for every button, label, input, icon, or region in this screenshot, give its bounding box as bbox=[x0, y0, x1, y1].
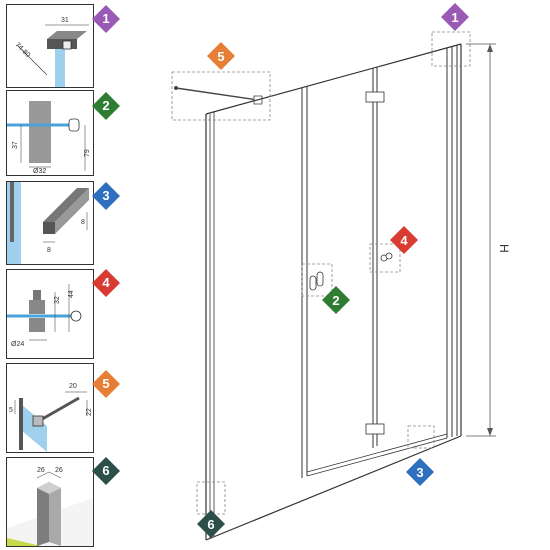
callout-box-5 bbox=[171, 71, 271, 121]
detail-6-dim-b: 26 bbox=[55, 467, 63, 474]
detail-2-dim-height: 37 bbox=[12, 141, 19, 149]
main-badge-2: 2 bbox=[322, 286, 350, 314]
detail-2-drawing: 37 Ø32 79 bbox=[7, 101, 91, 175]
shower-door-drawing: H 5 1 4 2 3 6 bbox=[171, 3, 511, 541]
detail-4-thumbnail: 32 44 Ø24 bbox=[6, 269, 94, 359]
detail-5-thumbnail: 20 5 22 bbox=[6, 363, 94, 453]
main-badge-3: 3 bbox=[406, 458, 434, 486]
callout-box-2 bbox=[301, 263, 333, 297]
detail-1-dim-depth: 74-80 bbox=[14, 41, 32, 59]
svg-text:4: 4 bbox=[400, 233, 408, 248]
height-dimension bbox=[466, 43, 496, 437]
door-frame bbox=[205, 43, 462, 541]
detail-4-badge: 4 bbox=[92, 269, 120, 297]
callout-box-1 bbox=[431, 31, 471, 67]
magnetic-knob bbox=[380, 252, 393, 262]
detail-3-dim-height: 8 bbox=[81, 219, 85, 226]
callout-box-6 bbox=[196, 481, 226, 515]
detail-6-thumbnail: 26 26 bbox=[6, 457, 94, 547]
detail-5-badge: 5 bbox=[92, 370, 120, 398]
detail-4-dim-diameter: Ø24 bbox=[11, 341, 24, 348]
detail-4-dim-b: 44 bbox=[68, 290, 75, 298]
svg-text:6: 6 bbox=[207, 517, 214, 532]
detail-5-dim-right: 22 bbox=[86, 408, 93, 416]
detail-2-badge: 2 bbox=[92, 92, 120, 120]
svg-text:2: 2 bbox=[332, 293, 339, 308]
detail-4-dim-a: 32 bbox=[54, 296, 61, 304]
svg-text:3: 3 bbox=[416, 465, 423, 480]
detail-3-drawing: 8 8 bbox=[7, 182, 89, 264]
main-badge-4: 4 bbox=[390, 226, 418, 254]
detail-2-dim-diameter: Ø32 bbox=[33, 168, 46, 175]
main-badge-6: 6 bbox=[197, 510, 225, 538]
detail-5-drawing: 20 5 22 bbox=[9, 383, 93, 452]
main-badge-5: 5 bbox=[207, 42, 235, 70]
height-label: H bbox=[497, 244, 511, 253]
upper-hinge bbox=[365, 91, 385, 103]
detail-1-dim-width: 31 bbox=[61, 17, 69, 24]
detail-1-badge: 1 bbox=[92, 5, 120, 33]
stabilizer-bar bbox=[175, 87, 259, 101]
lower-hinge bbox=[365, 423, 385, 435]
detail-1-drawing: 31 74-80 bbox=[14, 17, 89, 87]
detail-5-dim-width: 20 bbox=[69, 383, 77, 390]
detail-6-dim-a: 26 bbox=[37, 467, 45, 474]
detail-2-dim-depth: 79 bbox=[84, 149, 91, 157]
callout-box-4 bbox=[369, 243, 401, 273]
detail-3-dim-width: 8 bbox=[47, 247, 51, 254]
detail-2-thumbnail: 37 Ø32 79 bbox=[6, 90, 94, 176]
svg-text:1: 1 bbox=[451, 10, 458, 25]
detail-1-thumbnail: 31 74-80 bbox=[6, 4, 94, 88]
detail-5-dim-left: 5 bbox=[9, 407, 13, 414]
detail-4-drawing: 32 44 Ø24 bbox=[7, 284, 82, 348]
detail-6-drawing: 26 26 bbox=[7, 467, 93, 546]
detail-3-badge: 3 bbox=[92, 182, 120, 210]
callout-box-3 bbox=[407, 425, 435, 449]
detail-3-thumbnail: 8 8 bbox=[6, 181, 94, 265]
detail-6-badge: 6 bbox=[92, 457, 120, 485]
svg-text:5: 5 bbox=[217, 49, 224, 64]
door-handle bbox=[309, 271, 324, 291]
main-badge-1: 1 bbox=[441, 3, 469, 31]
